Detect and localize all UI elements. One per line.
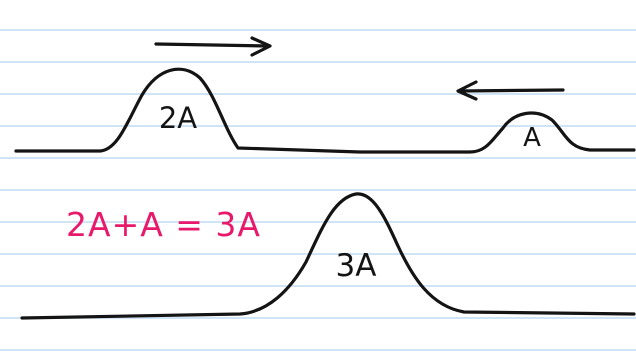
arrow-left-icon bbox=[456, 80, 565, 101]
label-3a: 3A bbox=[336, 248, 377, 284]
top-string-with-pulses bbox=[14, 67, 636, 154]
bottom-string-with-combined-pulse bbox=[20, 192, 636, 320]
arrow-right-icon bbox=[154, 36, 272, 57]
superposition-equation: 2A+A = 3A bbox=[66, 205, 261, 244]
label-a: A bbox=[523, 123, 541, 153]
label-2a: 2A bbox=[159, 101, 197, 135]
